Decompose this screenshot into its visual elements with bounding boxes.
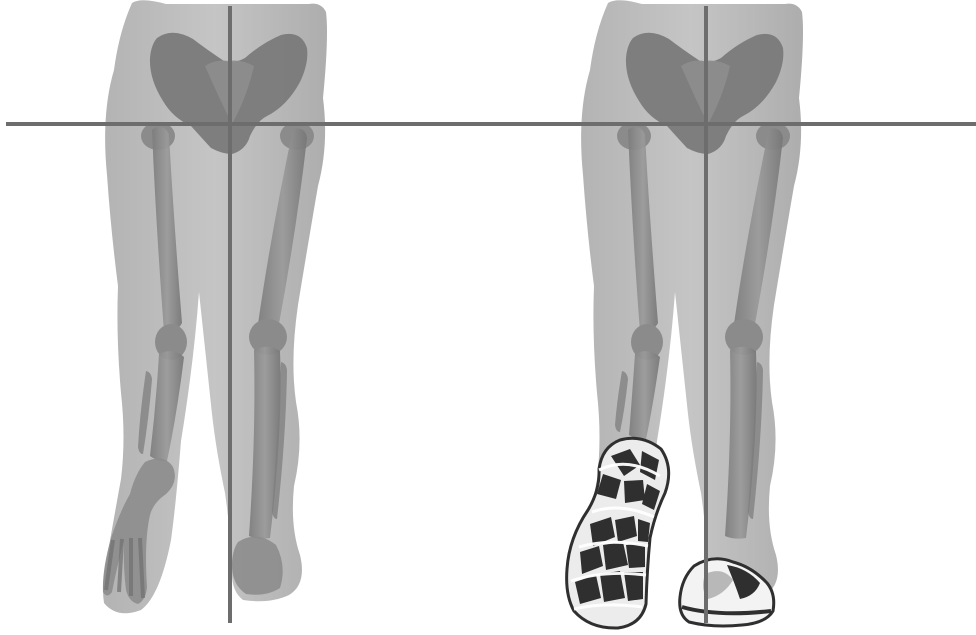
left-figure	[103, 0, 327, 623]
right-figure-raised-shoe	[567, 438, 669, 628]
left-figure-heel-right	[232, 537, 283, 595]
right-figure	[567, 0, 803, 628]
